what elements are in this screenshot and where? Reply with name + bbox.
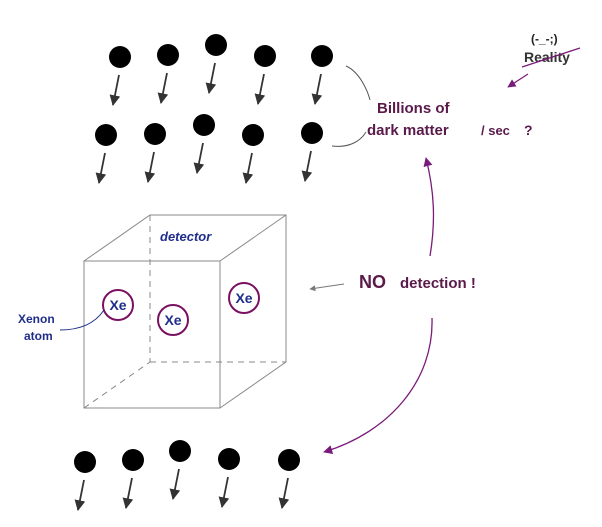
xenon-atom-circle: [102, 289, 134, 321]
reality-arrow: [507, 73, 529, 88]
emoticon-label: (-_-;): [531, 32, 558, 46]
dark-matter-particle: [278, 449, 300, 471]
cube-hidden-diagonal: [83, 361, 151, 409]
dark-matter-particle: [205, 34, 227, 56]
particle-direction-arrow: [301, 150, 313, 183]
detector-label: detector: [160, 229, 212, 244]
particle-direction-arrow: [218, 476, 230, 509]
xenon-atom-label: Xe: [164, 312, 181, 328]
xenon-atom-label: Xe: [235, 290, 252, 306]
dark-matter-particle: [157, 44, 179, 66]
particle-direction-arrow: [109, 74, 121, 107]
no-label: NO: [359, 272, 386, 292]
dark-matter-particle: [169, 440, 191, 462]
brace-bottom-curve: [331, 131, 367, 147]
particle-direction-arrow: [95, 152, 107, 185]
brace-top-curve: [345, 65, 371, 101]
particle-direction-arrow: [144, 151, 156, 184]
dark-matter-particle: [95, 124, 117, 146]
particle-direction-arrow: [169, 468, 181, 501]
dark-matter-particle: [193, 114, 215, 136]
particle-direction-arrow: [278, 477, 290, 510]
detection-label: detection !: [400, 275, 476, 292]
dark-matter-particle: [109, 46, 131, 68]
dark-matter-particle: [254, 45, 276, 67]
dark-matter-particle: [122, 449, 144, 471]
flow-arrow-up: [423, 157, 435, 257]
particle-direction-arrow: [122, 477, 134, 510]
particle-direction-arrow: [74, 479, 86, 512]
no-detection-pointer: [309, 283, 345, 292]
question-mark: ?: [524, 122, 533, 138]
billions-of-label: Billions of: [377, 100, 451, 117]
dark-matter-particle: [301, 122, 323, 144]
particle-direction-arrow: [254, 73, 266, 106]
cube-top-right-edge: [219, 214, 287, 262]
xenon-atom-label: Xe: [109, 297, 126, 313]
dark-matter-particle: [144, 123, 166, 145]
dark-matter-particles-top: [109, 34, 333, 107]
dark-matter-particles-middle: [95, 114, 323, 185]
xenon-label-line2: atom: [24, 329, 53, 343]
particle-direction-arrow: [193, 142, 205, 175]
flow-arrow-down: [323, 317, 433, 454]
dark-matter-label: dark matter: [367, 122, 449, 139]
reality-strikethrough: [521, 47, 581, 68]
particle-direction-arrow: [157, 72, 169, 105]
reality-label: Reality: [524, 49, 570, 65]
dark-matter-particle: [218, 448, 240, 470]
particle-direction-arrow: [205, 62, 217, 95]
xenon-atom-circle: [157, 304, 189, 336]
xenon-label-line1: Xenon: [18, 312, 55, 326]
particle-direction-arrow: [311, 73, 323, 106]
dark-matter-particles-bottom: [74, 440, 300, 512]
xenon-leader-line: [59, 309, 105, 331]
detector-cube: [83, 214, 287, 409]
cube-front-face: [83, 260, 221, 409]
dark-matter-particle: [242, 124, 264, 146]
particle-direction-arrow: [242, 152, 254, 185]
dark-matter-particle: [311, 45, 333, 67]
xenon-atom-circle: [228, 282, 260, 314]
dark-matter-particle: [74, 451, 96, 473]
per-sec-label: / sec: [481, 123, 510, 138]
